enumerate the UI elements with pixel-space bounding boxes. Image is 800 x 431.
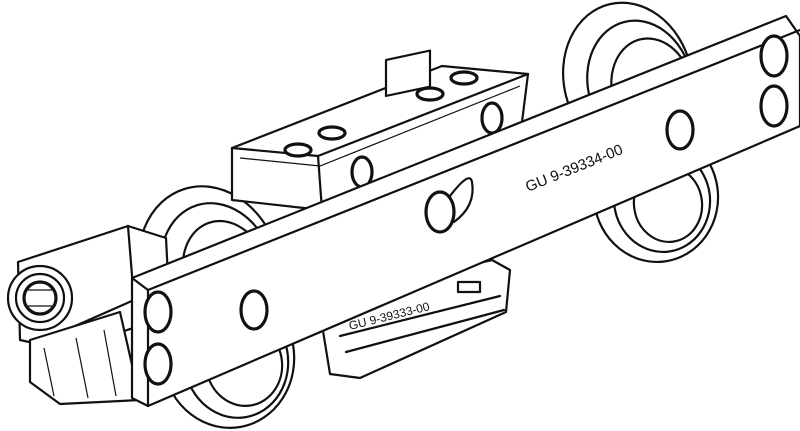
beam-slot-center [424,190,456,234]
side-beam: GU 9-39334-00 [130,14,800,408]
beam-hole-right-top [759,34,789,78]
beam-hole-right-bottom [759,84,789,128]
axle-end-ring [14,272,66,324]
beam-hole-left-mid [239,289,269,331]
housing-hole-3 [415,86,445,102]
beam-hole-right-mid [665,109,695,151]
housing-hole-1 [283,142,313,158]
beam-hole-left-bottom [143,342,173,386]
housing-hole-4 [449,70,479,86]
axle-end-bore [22,280,58,316]
housing-hole-2 [317,125,347,141]
center-housing [230,49,530,212]
beam-hole-left-top [143,290,173,334]
